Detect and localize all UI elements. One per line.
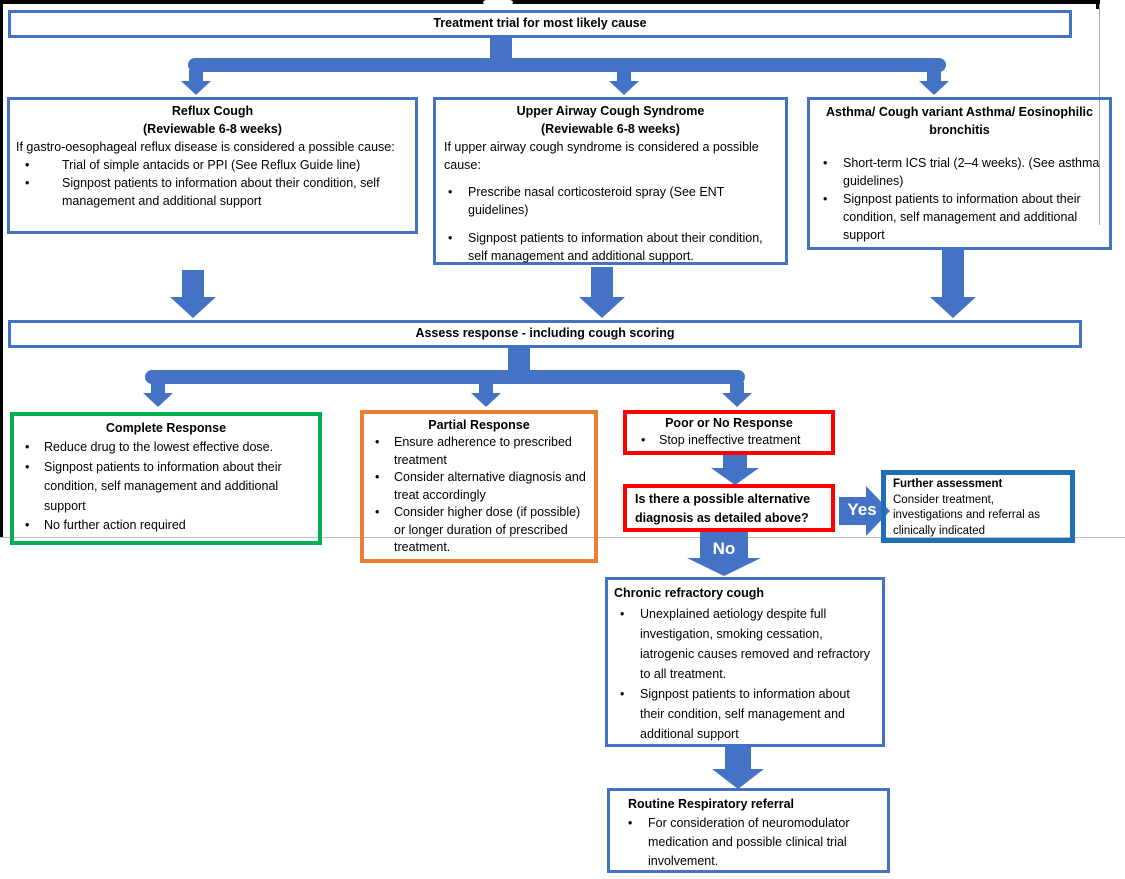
arrow-to-reflux-shaft [189,70,203,81]
asthma-bullet: Short-term ICS trial (2–4 weeks). (See a… [817,154,1102,190]
arrow-to-partial-shaft [479,382,493,393]
arrow-to-reflux-head [181,81,211,95]
arrow-uacs-assess-head [579,297,625,318]
further-assessment-body: Consider treatment, investigations and r… [893,493,1041,537]
alternative-diagnosis-question: Is there a possible alternative diagnosi… [635,492,811,525]
poor-response-box: Poor or No Response Stop ineffective tre… [623,410,835,455]
assess-response-title: Assess response - including cough scorin… [415,326,675,340]
partial-bullet: Consider alternative diagnosis and treat… [370,469,588,504]
arrow-to-uacs-shaft [617,70,631,81]
page-corner-tick [1096,0,1100,9]
arrow-to-complete-head [143,393,173,407]
uacs-intro: If upper airway cough syndrome is consid… [444,140,759,172]
further-assessment-title: Further assessment [893,478,1003,490]
reflux-cough-box: Reflux Cough (Reviewable 6-8 weeks) If g… [7,97,418,234]
arrow-chronic-routine-shaft [725,747,751,769]
arrow-to-uacs-head [609,81,639,95]
complete-bullet: No further action required [20,516,312,536]
uacs-title-line1: Upper Airway Cough Syndrome [516,104,705,118]
connector-top-stub [490,38,512,60]
arrow-asthma-assess-head [930,297,976,318]
arrow-to-partial-head [471,393,501,407]
arrow-reflux-assess-shaft [182,270,204,297]
reflux-title-line2: (Reviewable 6-8 weeks) [143,122,282,136]
uacs-title-line2: (Reviewable 6-8 weeks) [541,122,680,136]
uacs-bullet: Prescribe nasal corticosteroid spray (Se… [444,183,777,219]
treatment-trial-box: Treatment trial for most likely cause [8,10,1072,38]
arrow-chronic-routine-head [712,769,764,789]
page-top-border [0,0,1097,4]
complete-response-box: Complete Response Reduce drug to the low… [10,412,322,545]
yes-arrow-head [866,486,890,536]
arrow-reflux-assess-head [170,297,216,318]
cursor-artifact [483,0,513,7]
routine-referral-title: Routine Respiratory referral [628,797,795,811]
uacs-bullet: Signpost patients to information about t… [444,229,777,265]
complete-bullet: Signpost patients to information about t… [20,458,312,517]
table-gridline-vertical [1099,4,1100,225]
no-arrow-label: No [712,539,736,558]
arrow-poor-question-head [711,468,759,485]
connector-top-bar [188,58,946,72]
arrow-to-poor-head [722,393,752,407]
partial-response-title: Partial Response [428,418,530,432]
partial-bullet: Consider higher dose (if possible) or lo… [370,504,588,557]
yes-arrow-label: Yes [847,500,877,519]
chronic-refractory-cough-box: Chronic refractory cough Unexplained aet… [605,577,885,747]
chronic-refractory-title: Chronic refractory cough [614,586,765,600]
partial-bullet: Ensure adherence to prescribed treatment [370,434,588,469]
routine-bullet: For consideration of neuromodulator medi… [616,814,881,871]
arrow-to-complete-shaft [151,382,165,393]
assess-response-box: Assess response - including cough scorin… [8,320,1082,348]
arrow-to-poor-shaft [730,382,744,393]
asthma-box: Asthma/ Cough variant Asthma/ Eosinophil… [807,97,1112,250]
poor-bullet: Stop ineffective treatment [633,432,825,449]
treatment-trial-title: Treatment trial for most likely cause [433,16,647,30]
reflux-bullet: Trial of simple antacids or PPI (See Ref… [16,156,409,174]
asthma-bullet: Signpost patients to information about t… [817,190,1102,244]
no-arrow-head [687,558,761,576]
arrow-poor-question-shaft [723,455,747,468]
complete-response-title: Complete Response [105,421,227,435]
yes-arrow-shaft [839,497,866,525]
chronic-bullet: Unexplained aetiology despite full inves… [614,604,876,684]
arrow-to-asthma-shaft [927,70,941,81]
chronic-bullet: Signpost patients to information about t… [614,684,876,744]
reflux-intro: If gastro-oesophageal reflux disease is … [16,140,395,154]
connector-assess-bar [145,370,745,384]
no-arrow-shaft [700,532,748,558]
alternative-diagnosis-question-box: Is there a possible alternative diagnosi… [623,484,835,532]
arrow-uacs-assess-shaft [591,267,613,297]
reflux-title-line1: Reflux Cough [171,104,254,118]
complete-bullet: Reduce drug to the lowest effective dose… [20,438,312,458]
partial-response-box: Partial Response Ensure adherence to pre… [360,410,598,563]
uacs-box: Upper Airway Cough Syndrome (Reviewable … [433,97,788,265]
asthma-title: Asthma/ Cough variant Asthma/ Eosinophil… [826,105,1093,137]
poor-response-title: Poor or No Response [665,416,793,430]
arrow-asthma-assess-shaft [942,250,964,297]
connector-assess-stub [508,348,530,370]
routine-referral-box: Routine Respiratory referral For conside… [607,788,890,873]
reflux-bullet: Signpost patients to information about t… [16,174,409,210]
arrow-to-asthma-head [919,81,949,95]
page-left-border [0,0,3,537]
further-assessment-box: Further assessment Consider treatment, i… [881,470,1075,543]
